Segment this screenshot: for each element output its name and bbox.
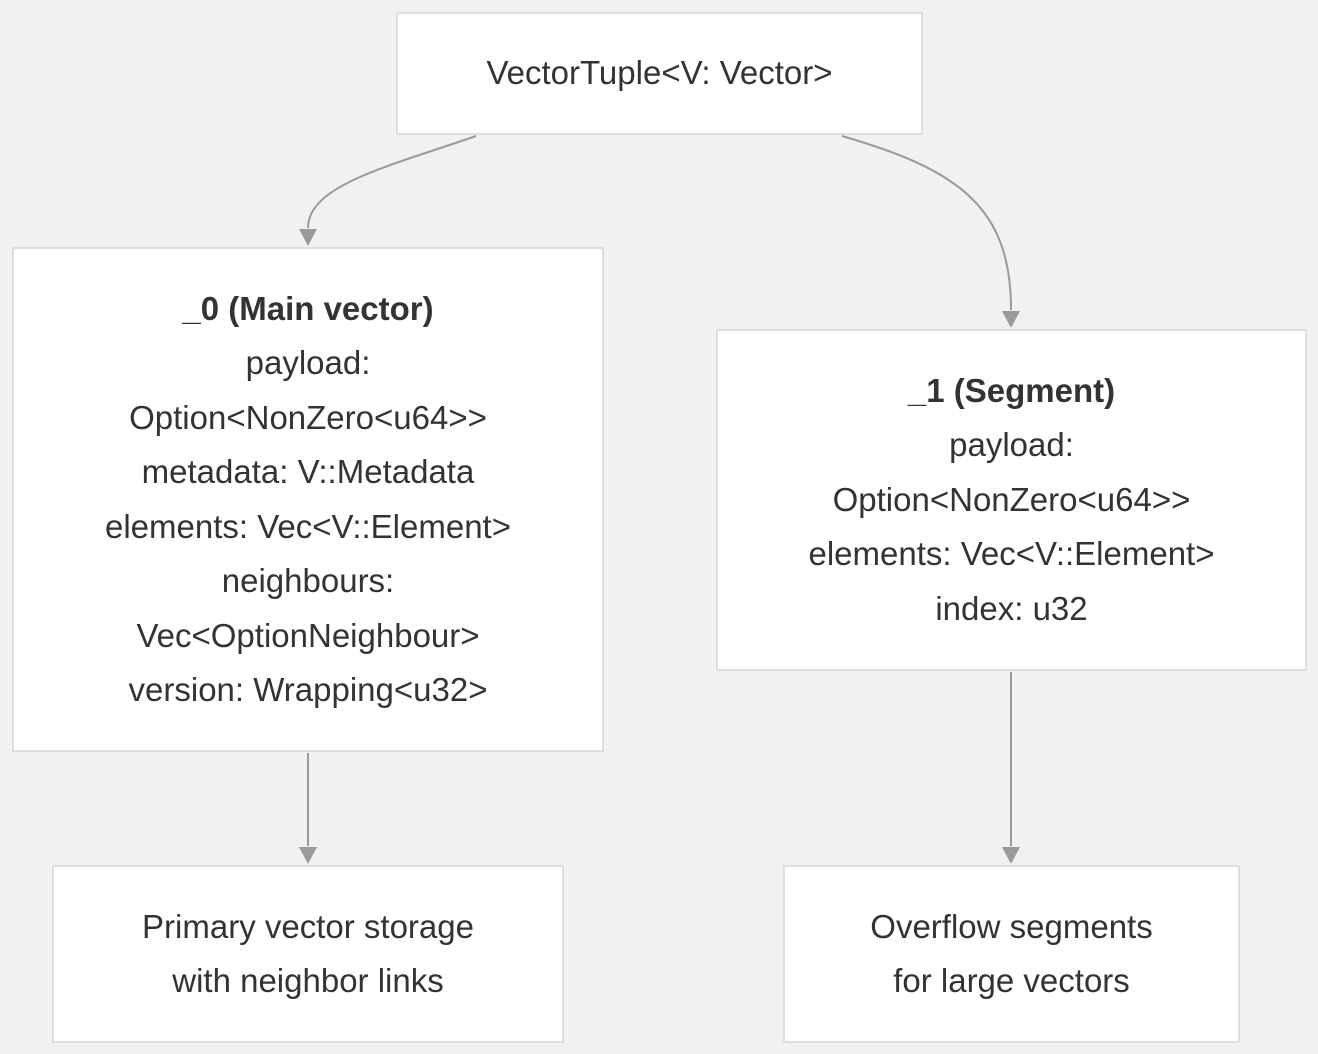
primary-storage-text: Primary vector storage <box>142 907 474 945</box>
arrowhead-main-vector <box>299 229 317 246</box>
main-vector-field: elements: Vec<V::Element> <box>104 507 511 545</box>
primary-storage-text: with neighbor links <box>172 962 444 999</box>
main-vector-title: _0 (Main vector) <box>182 289 434 327</box>
main-vector-field: payload: <box>245 344 371 381</box>
segment-field: index: u32 <box>935 589 1088 627</box>
main-vector-field: Vec<OptionNeighbour> <box>136 616 480 654</box>
overflow-segments-node: Overflow segments for large vectors <box>783 865 1240 1043</box>
vector-tuple-title: VectorTuple<V: Vector> <box>486 54 833 92</box>
arrowhead-primary-storage <box>299 847 317 864</box>
main-vector-node: _0 (Main vector) payload: Option<NonZero… <box>12 247 604 752</box>
segment-node: _1 (Segment) payload: Option<NonZero<u64… <box>716 329 1307 671</box>
segment-field: elements: Vec<V::Element> <box>808 535 1215 573</box>
overflow-segments-text: Overflow segments <box>870 907 1153 945</box>
edge-root-to-segment <box>841 135 1012 311</box>
arrowhead-segment <box>1002 311 1020 328</box>
primary-storage-node: Primary vector storage with neighbor lin… <box>52 865 564 1043</box>
main-vector-field: metadata: V::Metadata <box>141 453 475 490</box>
segment-field: Option<NonZero<u64>> <box>832 480 1191 518</box>
segment-title: _1 (Segment) <box>907 371 1116 409</box>
arrowhead-overflow-segments <box>1002 847 1020 864</box>
vector-tuple-node: VectorTuple<V: Vector> <box>396 12 923 135</box>
main-vector-field: neighbours: <box>221 562 395 599</box>
overflow-segments-text: for large vectors <box>893 962 1130 999</box>
main-vector-field: version: Wrapping<u32> <box>128 671 488 708</box>
segment-field: payload: <box>949 426 1074 464</box>
main-vector-field: Option<NonZero<u64>> <box>129 398 487 436</box>
edge-root-to-main-vector <box>307 135 477 229</box>
